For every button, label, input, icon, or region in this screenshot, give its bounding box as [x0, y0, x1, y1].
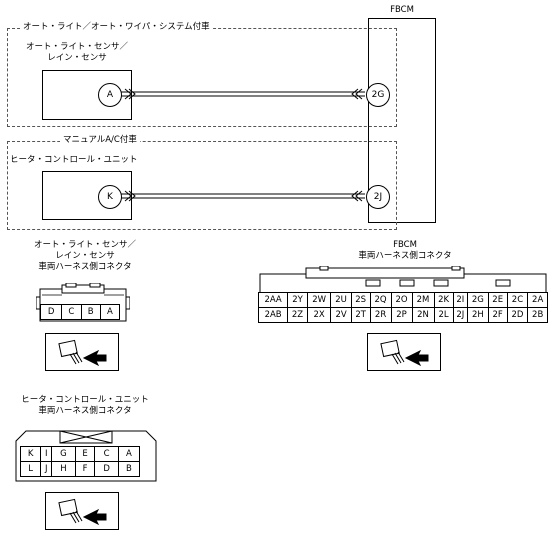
sensor-pin: D: [39, 304, 63, 320]
sensor-pin: A: [99, 304, 121, 320]
group2-component-label: ヒータ・コントロール・ユニット: [10, 155, 138, 165]
fbcm-pin: 2S: [350, 292, 371, 308]
wiring-lines: [121, 88, 365, 202]
pin-k: K: [98, 185, 122, 209]
heater-connector-title-1: ヒータ・コントロール・ユニット: [21, 395, 149, 405]
fbcm-connector-title-1: FBCM: [393, 240, 417, 250]
fbcm-pin: 2V: [330, 307, 352, 323]
heater-connector-view-icon: [45, 492, 119, 530]
fbcm-pin: 2L: [433, 307, 454, 323]
fbcm-connector-view-icon: [367, 333, 441, 371]
heater-connector-title-2: 車両ハーネス側コネクタ: [38, 406, 132, 416]
fbcm-pin: 2A: [527, 292, 548, 308]
fbcm-pin: 2N: [411, 307, 435, 323]
heater-pin: C: [94, 446, 119, 462]
fbcm-pin: 2M: [411, 292, 435, 308]
fbcm-pin: 2B: [527, 307, 548, 323]
group1-component-line1: オート・ライト・センサ／: [25, 42, 128, 52]
fbcm-pin: 2J: [452, 307, 468, 323]
heater-pin: D: [94, 461, 119, 477]
heater-pin: B: [117, 461, 141, 477]
pin-2g: 2G: [366, 83, 390, 107]
sensor-connector-title-2: レイン・センサ: [55, 251, 115, 261]
fbcm-pin: 2K: [433, 292, 454, 308]
connector-chevron: [124, 88, 132, 100]
fbcm-pin: 2G: [466, 292, 489, 308]
sensor-connector-title-3: 車両ハーネス側コネクタ: [38, 262, 132, 272]
fbcm-pin: 2U: [330, 292, 352, 308]
fbcm-pin: 2Z: [287, 307, 308, 323]
heater-pin: G: [51, 446, 76, 462]
fbcm-pin: 2E: [487, 292, 508, 308]
pin-a: A: [98, 83, 122, 107]
fbcm-pin: 2C: [506, 292, 529, 308]
group2-area: [7, 141, 397, 230]
fbcm-pin: 2I: [452, 292, 468, 308]
fbcm-pin: 2R: [369, 307, 392, 323]
pin-2j: 2J: [366, 185, 390, 209]
heater-pin: F: [74, 461, 96, 477]
fbcm-box: [368, 18, 436, 223]
fbcm-pin: 2AB: [257, 307, 289, 323]
fbcm-pin: 2X: [306, 307, 332, 323]
fbcm-pin: 2W: [306, 292, 332, 308]
heater-pin: J: [40, 461, 53, 477]
fbcm-connector-title-2: 車両ハーネス側コネクタ: [358, 251, 452, 261]
fbcm-connector-shell: [259, 266, 547, 296]
group1-component-line2: レイン・センサ: [47, 53, 107, 63]
heater-pin: K: [19, 446, 42, 462]
sensor-connector-pins: D C B A: [39, 304, 121, 320]
fbcm-pin: 2P: [390, 307, 413, 323]
fbcm-pin: 2H: [466, 307, 489, 323]
fbcm-pin: 2F: [487, 307, 508, 323]
fbcm-pin: 2Q: [369, 292, 392, 308]
fbcm-title: FBCM: [390, 5, 414, 15]
sensor-connector-title-1: オート・ライト・センサ／: [33, 240, 136, 250]
fbcm-pin: 2AA: [257, 292, 289, 308]
heater-pin: A: [117, 446, 141, 462]
fbcm-pin: 2D: [506, 307, 529, 323]
heater-connector-pins: K I G E C A L J H F D B: [19, 446, 141, 477]
group1-caption: オート・ライト／オート・ワイパ・システム付車: [20, 22, 213, 33]
heater-pin: I: [40, 446, 53, 462]
sensor-pin: C: [61, 304, 82, 320]
sensor-connector-view-icon: [45, 333, 119, 371]
heater-pin: E: [74, 446, 96, 462]
sensor-pin: B: [80, 304, 101, 320]
fbcm-pin: 2O: [390, 292, 413, 308]
fbcm-connector-pins: 2AA 2Y 2W 2U 2S 2Q 2O 2M 2K 2I 2G 2E 2C …: [257, 292, 548, 323]
group2-caption: マニュアルA/C付車: [60, 135, 140, 146]
heater-pin: L: [19, 461, 42, 477]
fbcm-pin: 2T: [350, 307, 371, 323]
fbcm-pin: 2Y: [287, 292, 308, 308]
heater-pin: H: [51, 461, 76, 477]
